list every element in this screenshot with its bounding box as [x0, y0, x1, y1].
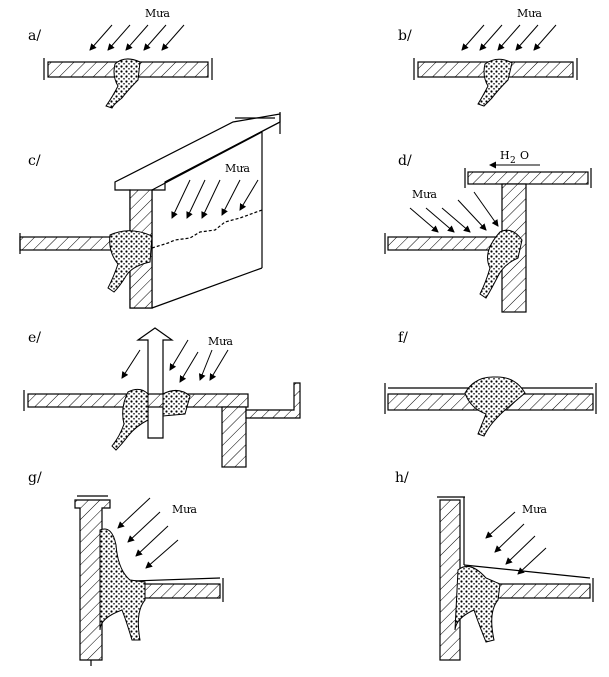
rain-label-c: Mưa	[225, 162, 250, 175]
leak-crack-b	[477, 58, 513, 107]
blister-leak-f	[464, 376, 526, 437]
leak-crack-e-left	[111, 388, 149, 451]
rain-arrows-d	[409, 191, 499, 233]
panel-a: a/ Mưa	[28, 7, 213, 109]
rain-label-g: Mưa	[172, 503, 197, 516]
rain-label-b: Mưa	[517, 7, 542, 20]
svg-text:H: H	[500, 149, 510, 162]
rain-label-d: Mưa	[412, 188, 437, 201]
rain-arrows-h	[485, 511, 547, 575]
leak-crack-d	[479, 229, 523, 299]
gutter-e	[245, 382, 301, 419]
rain-label-a: Mưa	[145, 7, 170, 20]
leak-crack-g	[99, 528, 146, 641]
panel-c: c/ Mưa	[19, 112, 281, 309]
panel-d: d/ Mưa H 2 O	[384, 149, 592, 313]
wall-e	[221, 406, 247, 468]
panel-label-f: f/	[398, 330, 408, 346]
panel-h: h/ Mưa	[395, 470, 594, 661]
panel-label-h: h/	[395, 470, 409, 486]
leak-crack-e-right	[162, 390, 191, 417]
rain-label-h: Mưa	[522, 503, 547, 516]
parapet-beam-c	[114, 113, 281, 309]
rain-arrows-e	[121, 339, 229, 383]
rain-label-e: Mưa	[208, 335, 233, 348]
panel-label-c: c/	[28, 153, 41, 169]
rain-arrows-c	[171, 179, 259, 219]
svg-text:O: O	[520, 149, 529, 162]
lower-slab-d	[387, 236, 503, 251]
panel-e: e/ Mưa	[23, 327, 301, 468]
flow-label-d: H 2 O	[500, 149, 529, 166]
leak-crack-a	[105, 58, 141, 109]
panel-g: g/ Mưa	[28, 470, 224, 666]
leak-crack-c	[107, 230, 153, 293]
rain-arrows-b	[461, 24, 557, 51]
panel-b: b/ Mưa	[398, 7, 578, 107]
vent-pipe-e	[136, 327, 174, 439]
panel-label-e: e/	[28, 330, 41, 346]
panel-label-b: b/	[398, 28, 412, 44]
panel-label-a: a/	[28, 28, 41, 44]
upper-slab-d	[467, 171, 589, 185]
rain-arrows-a	[89, 24, 185, 51]
wall-crack-c	[151, 209, 263, 249]
panel-f: f/	[384, 330, 597, 437]
panel-label-g: g/	[28, 470, 42, 486]
panel-label-d: d/	[398, 153, 412, 169]
rain-arrows-g	[117, 497, 179, 569]
svg-text:2: 2	[510, 156, 516, 166]
leak-crack-h	[454, 565, 501, 643]
